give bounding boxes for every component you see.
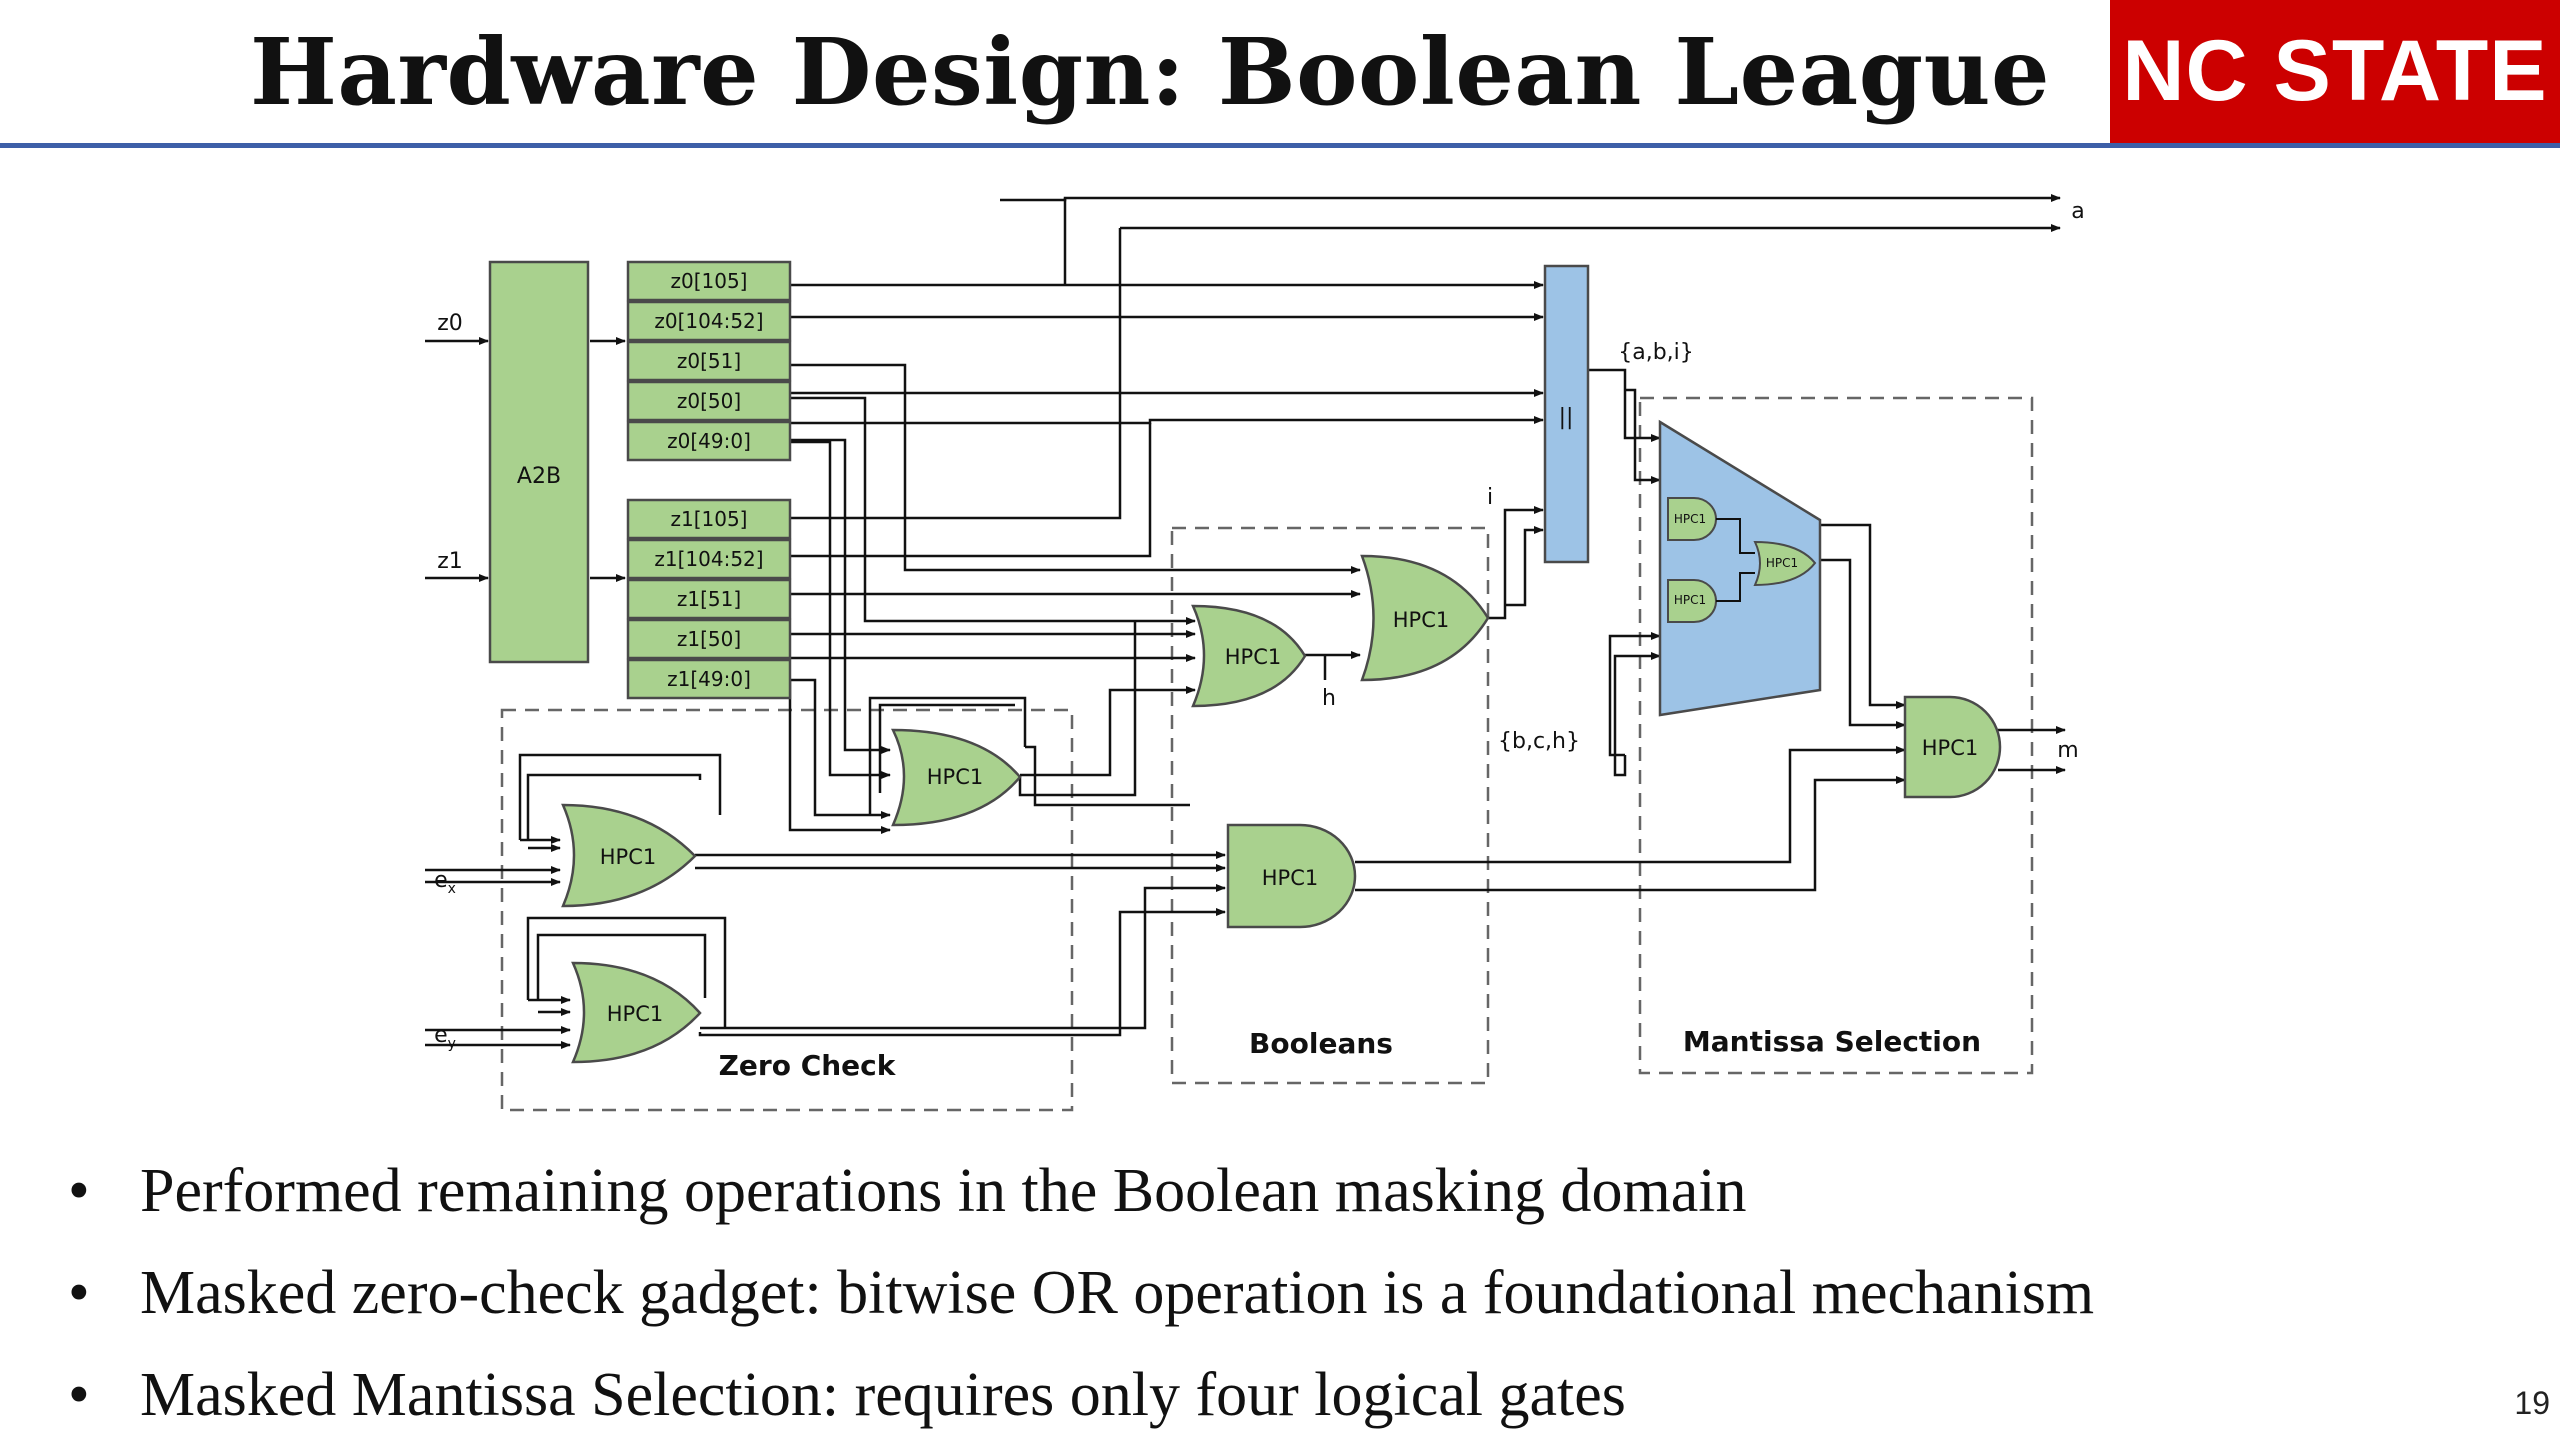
register-z1-105 [626, 498, 792, 540]
register-z1-49-0 [626, 658, 792, 700]
concatenation-label: || [1559, 405, 1574, 430]
bullet-item: • Masked zero-check gadget: bitwise OR op… [60, 1242, 2440, 1344]
mantissa-mux: HPC1 HPC1 HPC1 [1658, 419, 1822, 717]
or-gate-booleans-i: HPC1 [1360, 554, 1490, 682]
or-gate-ey: HPC1 [571, 961, 702, 1064]
signal-i-label: i [1487, 485, 1493, 510]
gate-label: HPC1 [1674, 593, 1706, 607]
input-ex-label: ex [434, 868, 456, 897]
register-z0-51 [626, 340, 792, 382]
bullet-item: • Performed remaining operations in the B… [60, 1140, 2440, 1242]
bullet-dot-icon: • [68, 1259, 90, 1327]
or-gate-zero-check-mid: HPC1 [890, 728, 1022, 827]
signal-bch-label: {b,c,h} [1498, 729, 1580, 754]
register-z0-51-label: z0[51] [677, 349, 741, 373]
bullet-dot-icon: • [68, 1157, 90, 1225]
register-z0-104-52-label: z0[104:52] [654, 309, 763, 333]
input-ey-label: ey [434, 1023, 456, 1052]
or-gate-ex: HPC1 [561, 803, 697, 908]
wires [425, 194, 2066, 1049]
bullet-text: Performed remaining operations in the Bo… [140, 1157, 1747, 1225]
register-z0-49-0 [626, 420, 792, 462]
register-z0-105-label: z0[105] [670, 269, 747, 293]
gate-label: HPC1 [1766, 556, 1798, 570]
gate-label: HPC1 [1262, 866, 1318, 890]
mantissa-selection-label: Mantissa Selection [1683, 1025, 1981, 1058]
gate-label: HPC1 [1674, 512, 1706, 526]
bullet-text: Masked Mantissa Selection: requires only… [140, 1361, 1626, 1429]
input-z0-label: z0 [437, 311, 463, 336]
register-z1-51 [626, 578, 792, 620]
or-gate-booleans-h: HPC1 [1191, 604, 1307, 708]
nc-state-logo: NC STATE [2110, 0, 2560, 143]
booleans-label: Booleans [1249, 1027, 1393, 1060]
bullet-item: • Masked Mantissa Selection: requires onl… [60, 1344, 2440, 1446]
gate-label: HPC1 [600, 845, 656, 869]
register-z1-104-52-label: z1[104:52] [654, 547, 763, 571]
signal-h-label: h [1322, 686, 1336, 711]
register-z1-51-label: z1[51] [677, 587, 741, 611]
z1-register-group: z1[105] z1[104:52] z1[51] z1[50] z1[49:0… [626, 498, 792, 700]
register-z0-104-52 [626, 300, 792, 342]
zero-check-label: Zero Check [719, 1049, 897, 1082]
gate-label: HPC1 [927, 765, 983, 789]
register-z1-50-label: z1[50] [677, 627, 741, 651]
zero-check-region [500, 708, 1074, 1112]
a2b-block [488, 260, 590, 664]
hardware-diagram: A2B z0 z1 ex ey z0[105] z0[104:52] z0[51… [425, 194, 2085, 1112]
register-z1-50 [626, 618, 792, 660]
register-z0-50-label: z0[50] [677, 389, 741, 413]
title-divider [0, 143, 2560, 148]
bullet-list: • Performed remaining operations in the B… [60, 1140, 2440, 1446]
gate-label: HPC1 [1393, 608, 1449, 632]
slide-title: Hardware Design: Boolean League [249, 18, 2051, 126]
register-z0-49-0-label: z0[49:0] [667, 429, 751, 453]
gate-label: HPC1 [607, 1002, 663, 1026]
and-gate-booleans: HPC1 [1226, 823, 1357, 929]
register-z1-105-label: z1[105] [670, 507, 747, 531]
bullet-text: Masked zero-check gadget: bitwise OR ope… [140, 1259, 2095, 1327]
gate-label: HPC1 [1225, 645, 1281, 669]
signal-abi-label: {a,b,i} [1618, 340, 1694, 365]
output-a-label: a [2071, 199, 2084, 224]
mantissa-selection-region [1638, 396, 2034, 1075]
z0-register-group: z0[105] z0[104:52] z0[51] z0[50] z0[49:0… [626, 260, 792, 462]
a2b-label: A2B [517, 464, 561, 489]
and-gate-mantissa-output: HPC1 [1903, 695, 2002, 799]
concatenation-block [1543, 264, 1590, 564]
page-number: 19 [2514, 1385, 2550, 1421]
input-z1-label: z1 [437, 549, 463, 574]
register-z1-104-52 [626, 538, 792, 580]
bullet-dot-icon: • [68, 1361, 90, 1429]
register-z0-105 [626, 260, 792, 302]
output-m-label: m [2057, 738, 2078, 763]
gate-label: HPC1 [1922, 736, 1978, 760]
register-z0-50 [626, 380, 792, 422]
register-z1-49-0-label: z1[49:0] [667, 667, 751, 691]
